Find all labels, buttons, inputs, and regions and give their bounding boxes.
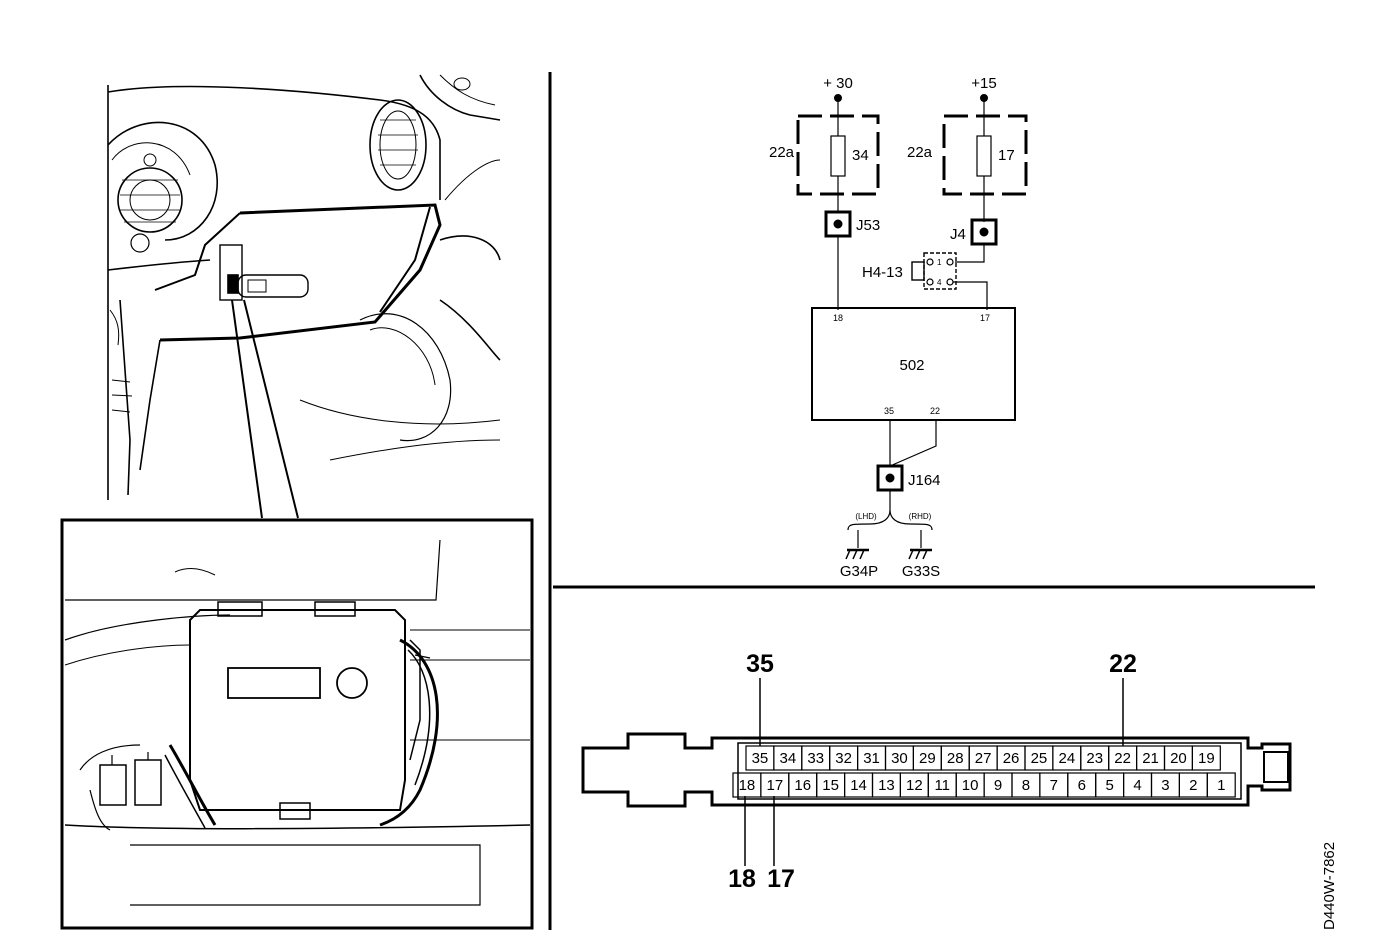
wiring-labels: + 30 +15 22a 22a 34 17 J53 J4 H4-13 1 4 … (769, 75, 1015, 580)
ground-g33s-label: G33S (902, 563, 940, 580)
pin-cell (1191, 745, 1221, 771)
wiring-schematic (796, 94, 1028, 560)
pin-cell (1206, 772, 1236, 798)
unit-pin-18-label: 18 (833, 313, 843, 323)
pin-label: 7 (1050, 777, 1058, 794)
connector-j4-label: J4 (950, 226, 966, 243)
callout-22: 22 (1109, 650, 1137, 678)
connector-j164-label: J164 (908, 472, 941, 489)
unit-pin-35-label: 35 (884, 406, 894, 416)
pin-label: 29 (919, 750, 936, 767)
unit-502-label: 502 (899, 357, 924, 374)
connector-h4-13-label: H4-13 (862, 264, 903, 281)
pin-label: 1 (1217, 777, 1225, 794)
pin-label: 15 (822, 777, 839, 794)
pin-label: 4 (1133, 777, 1141, 794)
pin-label: 24 (1059, 750, 1076, 767)
pin-label: 13 (878, 777, 895, 794)
figure-id: D440W-7862 (1321, 842, 1338, 930)
supply-15-label: +15 (971, 75, 996, 92)
callout-35: 35 (746, 650, 774, 678)
pin-label: 28 (947, 750, 964, 767)
pin-label: 2 (1189, 777, 1197, 794)
supply-30-label: + 30 (823, 75, 853, 92)
pin-label: 34 (780, 750, 797, 767)
pin-label: 11 (934, 777, 950, 794)
fuse-34-label: 34 (852, 147, 869, 164)
unit-502-box (811, 307, 1016, 421)
pin-label: 3 (1161, 777, 1169, 794)
ground-g34p-symbol (845, 548, 869, 560)
variant-rhd-label: (RHD) (909, 512, 932, 521)
pin-label: 12 (906, 777, 923, 794)
pin-label: 21 (1142, 750, 1159, 767)
pin-label: 33 (807, 750, 824, 767)
pin-label: 32 (835, 750, 852, 767)
unit-pin-17-label: 17 (980, 313, 990, 323)
pin-label: 19 (1198, 750, 1215, 767)
pin-label: 27 (975, 750, 992, 767)
pin-label: 8 (1022, 777, 1030, 794)
fuse-34 (830, 135, 846, 177)
h4-pin-4-label: 4 (937, 278, 942, 287)
connector-pinout (581, 678, 1292, 866)
unit-pin-22-label: 22 (930, 406, 940, 416)
pin-label: 35 (752, 750, 769, 767)
pin-label: 23 (1086, 750, 1103, 767)
pin-label: 30 (891, 750, 908, 767)
pin-label: 6 (1078, 777, 1086, 794)
pin-label: 26 (1003, 750, 1020, 767)
fuse-17 (976, 135, 992, 177)
ground-g34p-label: G34P (840, 563, 878, 580)
pin-label: 31 (863, 750, 880, 767)
pin-label: 9 (994, 777, 1002, 794)
pin-label: 18 (739, 777, 756, 794)
pin-label: 14 (850, 777, 867, 794)
fuse-box-right-label: 22a (907, 144, 933, 161)
fuse-17-label: 17 (998, 147, 1015, 164)
ground-g33s-symbol (908, 548, 932, 560)
dashboard-illustration (107, 74, 501, 519)
callout-18: 18 (728, 865, 756, 893)
variant-lhd-label: (LHD) (855, 512, 877, 521)
pin-label: 17 (767, 777, 784, 794)
connector-j53-label: J53 (856, 217, 880, 234)
pin-label: 20 (1170, 750, 1187, 767)
pin-label: 22 (1114, 750, 1131, 767)
pin-label: 16 (794, 777, 811, 794)
fuse-box-right (942, 114, 1028, 196)
module-closeup-inset (60, 518, 534, 930)
h4-pin-1-label: 1 (937, 258, 942, 267)
pin-label: 5 (1105, 777, 1113, 794)
pin-label: 25 (1031, 750, 1048, 767)
callout-17: 17 (767, 865, 795, 893)
pin-label: 10 (962, 777, 979, 794)
fuse-box-left-label: 22a (769, 144, 795, 161)
